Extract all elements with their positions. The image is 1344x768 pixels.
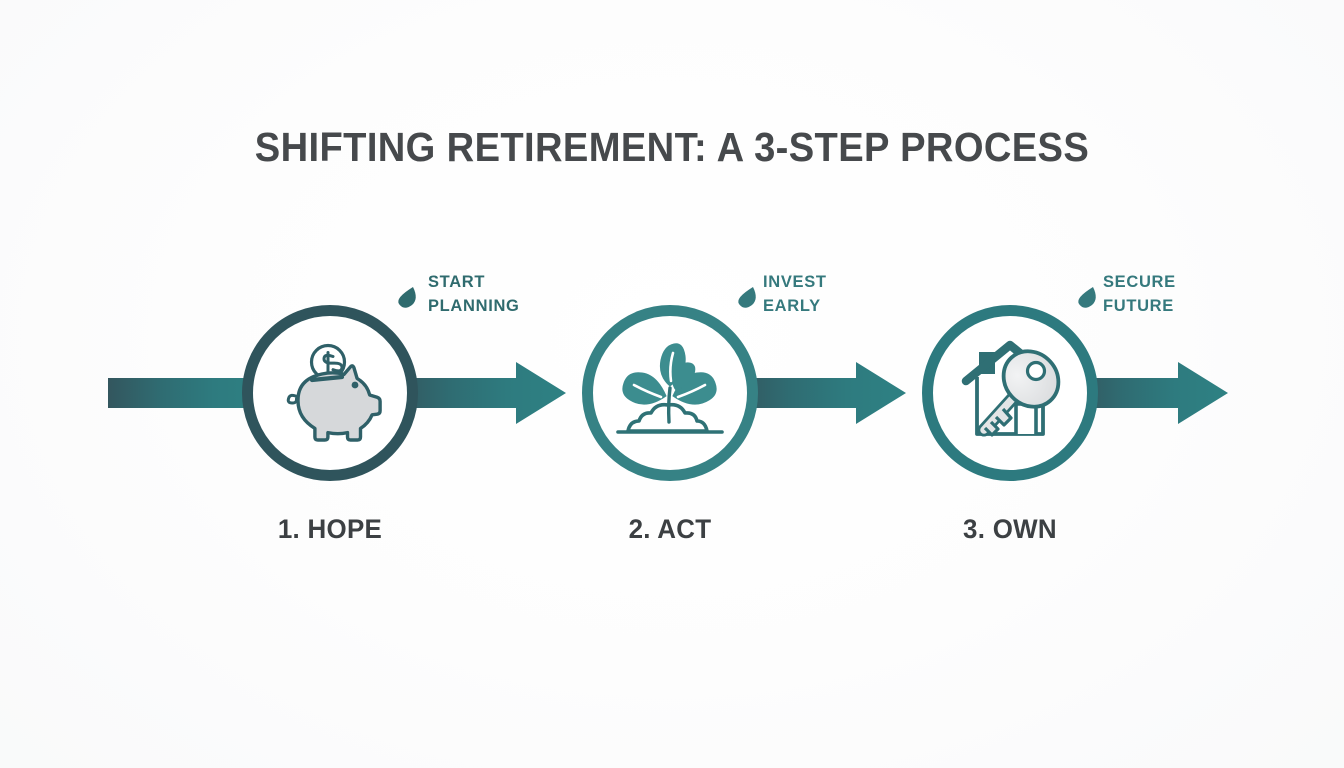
arrow-segment-2-to-3 <box>732 362 906 424</box>
step-caption-3: 3. OWN <box>963 514 1057 544</box>
step-tag-1: START PLANNING <box>428 272 520 315</box>
teardrop-icon-1 <box>398 287 416 308</box>
piggy-bank-icon <box>286 343 382 442</box>
step-node-1[interactable] <box>242 305 418 481</box>
seedling-icon <box>616 343 724 434</box>
step-caption-2: 2. ACT <box>628 514 712 544</box>
teardrop-icon-2 <box>738 287 756 308</box>
teardrop-icon-3 <box>1078 287 1096 308</box>
house-key-icon <box>961 340 1061 437</box>
arrow-segment-intro <box>108 378 268 408</box>
step-tag-2: INVEST EARLY <box>763 272 827 315</box>
arrow-segment-1-to-2 <box>392 362 566 424</box>
step-node-2[interactable] <box>582 305 758 481</box>
step-caption-1: 1. HOPE <box>277 514 383 544</box>
step-node-3[interactable] <box>922 305 1098 481</box>
arrow-segment-outro <box>1072 362 1228 424</box>
page-title: SHIFTING RETIREMENT: A 3-STEP PROCESS <box>254 124 1090 170</box>
step-tag-3: SECURE FUTURE <box>1103 272 1176 315</box>
